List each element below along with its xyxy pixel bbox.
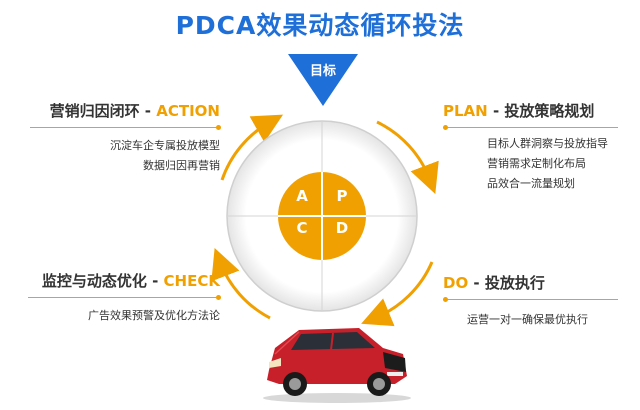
action-block: 营销归因闭环 - ACTION 沉淀车企专属投放模型 数据归因再营销 [30, 100, 221, 176]
plan-line-3: 品效合一流量规划 [487, 177, 575, 190]
plan-line-1: 目标人群洞察与投放指导 [487, 137, 608, 150]
cycle-arrow-bottom-right [361, 261, 434, 327]
cycle-arrow-top-left [220, 114, 284, 181]
cycle-arrow-bottom-left [211, 248, 271, 320]
check-line-1: 广告效果预警及优化方法论 [88, 309, 220, 322]
plan-title-cn: - 投放策略规划 [487, 102, 595, 120]
do-heading: DO - 投放执行 [443, 272, 618, 293]
page-title: PDCA效果动态循环投法 [175, 11, 465, 40]
action-line-1: 沉淀车企专属投放模型 [110, 139, 220, 152]
do-title-en: DO [443, 274, 469, 292]
quadrant-c [278, 216, 322, 260]
check-heading: 监控与动态优化 - CHECK [28, 270, 220, 291]
action-underline [30, 125, 221, 130]
quadrant-d [322, 216, 366, 260]
target-label: 目标 [309, 64, 336, 79]
plan-underline [443, 125, 618, 130]
do-block: DO - 投放执行 运营一对一确保最优执行 [443, 272, 618, 330]
check-underline [28, 295, 221, 300]
letter-a: A [296, 187, 308, 205]
do-underline [443, 297, 618, 302]
action-title-en: ACTION [156, 102, 220, 120]
action-line-2: 数据归因再营销 [143, 159, 220, 172]
target-arrow-icon [288, 54, 358, 106]
check-title-en: CHECK [163, 272, 220, 290]
action-heading: 营销归因闭环 - ACTION [30, 100, 220, 121]
plan-line-2: 营销需求定制化布局 [487, 157, 586, 170]
check-block: 监控与动态优化 - CHECK 广告效果预警及优化方法论 [28, 270, 221, 326]
plan-title-en: PLAN [443, 102, 488, 120]
letter-p: P [336, 187, 348, 205]
letter-d: D [335, 219, 349, 237]
check-title-cn: 监控与动态优化 - [41, 272, 164, 290]
action-title-cn: 营销归因闭环 - [49, 102, 157, 120]
letter-c: C [296, 219, 308, 237]
plan-heading: PLAN - 投放策略规划 [443, 100, 618, 121]
do-title-cn: - 投放执行 [468, 274, 545, 292]
quadrant-p [322, 172, 366, 216]
do-line-1: 运营一对一确保最优执行 [467, 313, 588, 326]
red-suv-image [263, 328, 411, 403]
quadrant-a [278, 172, 322, 216]
plan-block: PLAN - 投放策略规划 目标人群洞察与投放指导 营销需求定制化布局 品效合一… [443, 100, 618, 194]
cycle-arrow-top-right [376, 120, 439, 195]
